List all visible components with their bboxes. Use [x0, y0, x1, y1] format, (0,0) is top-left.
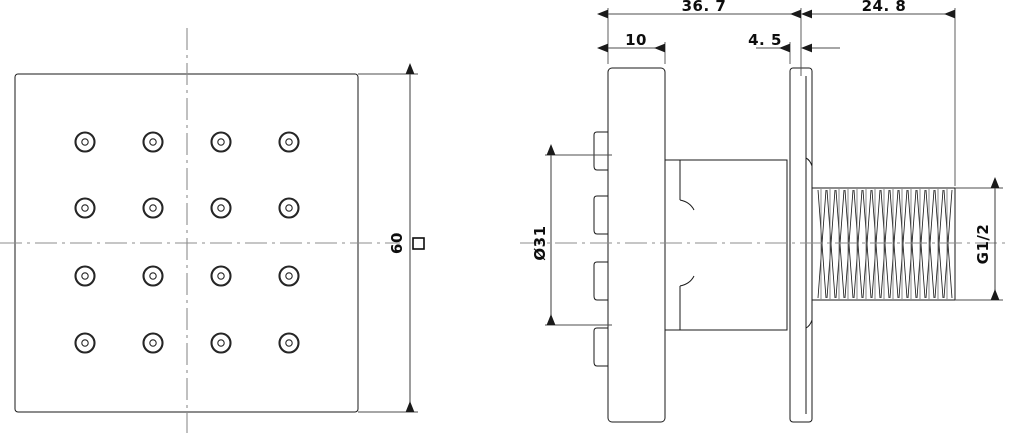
- dimension-label-g1-2: G1/2: [974, 224, 992, 265]
- dimension-label-36-7: 36. 7: [682, 0, 727, 15]
- nozzle-hole: [142, 332, 164, 354]
- mounting-tabs: [593, 131, 608, 367]
- square-symbol-icon: [412, 237, 425, 250]
- nozzle-grid: [74, 131, 300, 354]
- nozzle-hole: [278, 131, 300, 153]
- thread-profile: [817, 189, 953, 299]
- dimension-36-7: 36. 7: [597, 0, 802, 76]
- dimension-label-24-8: 24. 8: [862, 0, 907, 15]
- front-view: 60: [0, 28, 425, 433]
- mounting-tab: [593, 327, 608, 367]
- dimension-label-dia-31: Ø31: [531, 225, 549, 260]
- internal-shoulder-lower: [679, 275, 695, 287]
- dimension-10: 10: [597, 31, 666, 64]
- nozzle-hole: [74, 265, 96, 287]
- dimension-g1-2: G1/2: [955, 177, 1003, 301]
- dimension-60-square: 60: [358, 63, 425, 413]
- side-elevation-view: 36. 7 24. 8 10 4. 5: [520, 0, 1009, 423]
- nozzle-hole: [142, 265, 164, 287]
- body-cylinder-outline: [664, 159, 788, 331]
- mounting-tab: [593, 261, 608, 301]
- nozzle-hole: [74, 332, 96, 354]
- rear-flange-outline: [607, 67, 666, 423]
- flange-fillet-upper: [805, 157, 813, 167]
- nozzle-hole: [278, 332, 300, 354]
- nozzle-hole: [74, 197, 96, 219]
- dimension-24-8: 24. 8: [801, 0, 956, 186]
- mounting-tab: [593, 131, 608, 171]
- nozzle-hole: [278, 197, 300, 219]
- nozzle-hole: [210, 265, 232, 287]
- dimension-label-10: 10: [625, 31, 647, 49]
- dimension-4-5: 4. 5: [748, 31, 840, 64]
- front-flange-outline: [789, 67, 813, 423]
- nozzle-hole: [142, 197, 164, 219]
- internal-shoulder-upper: [679, 199, 695, 211]
- nozzle-hole: [210, 332, 232, 354]
- flange-fillet-lower: [805, 319, 813, 329]
- nozzle-hole: [210, 131, 232, 153]
- nozzle-hole: [278, 265, 300, 287]
- dimension-dia-31: Ø31: [531, 144, 612, 326]
- dimension-label-4-5: 4. 5: [748, 31, 782, 49]
- dimension-label-60: 60: [388, 232, 406, 254]
- nozzle-hole: [74, 131, 96, 153]
- nozzle-hole: [210, 197, 232, 219]
- mounting-tab: [593, 195, 608, 235]
- nozzle-hole: [142, 131, 164, 153]
